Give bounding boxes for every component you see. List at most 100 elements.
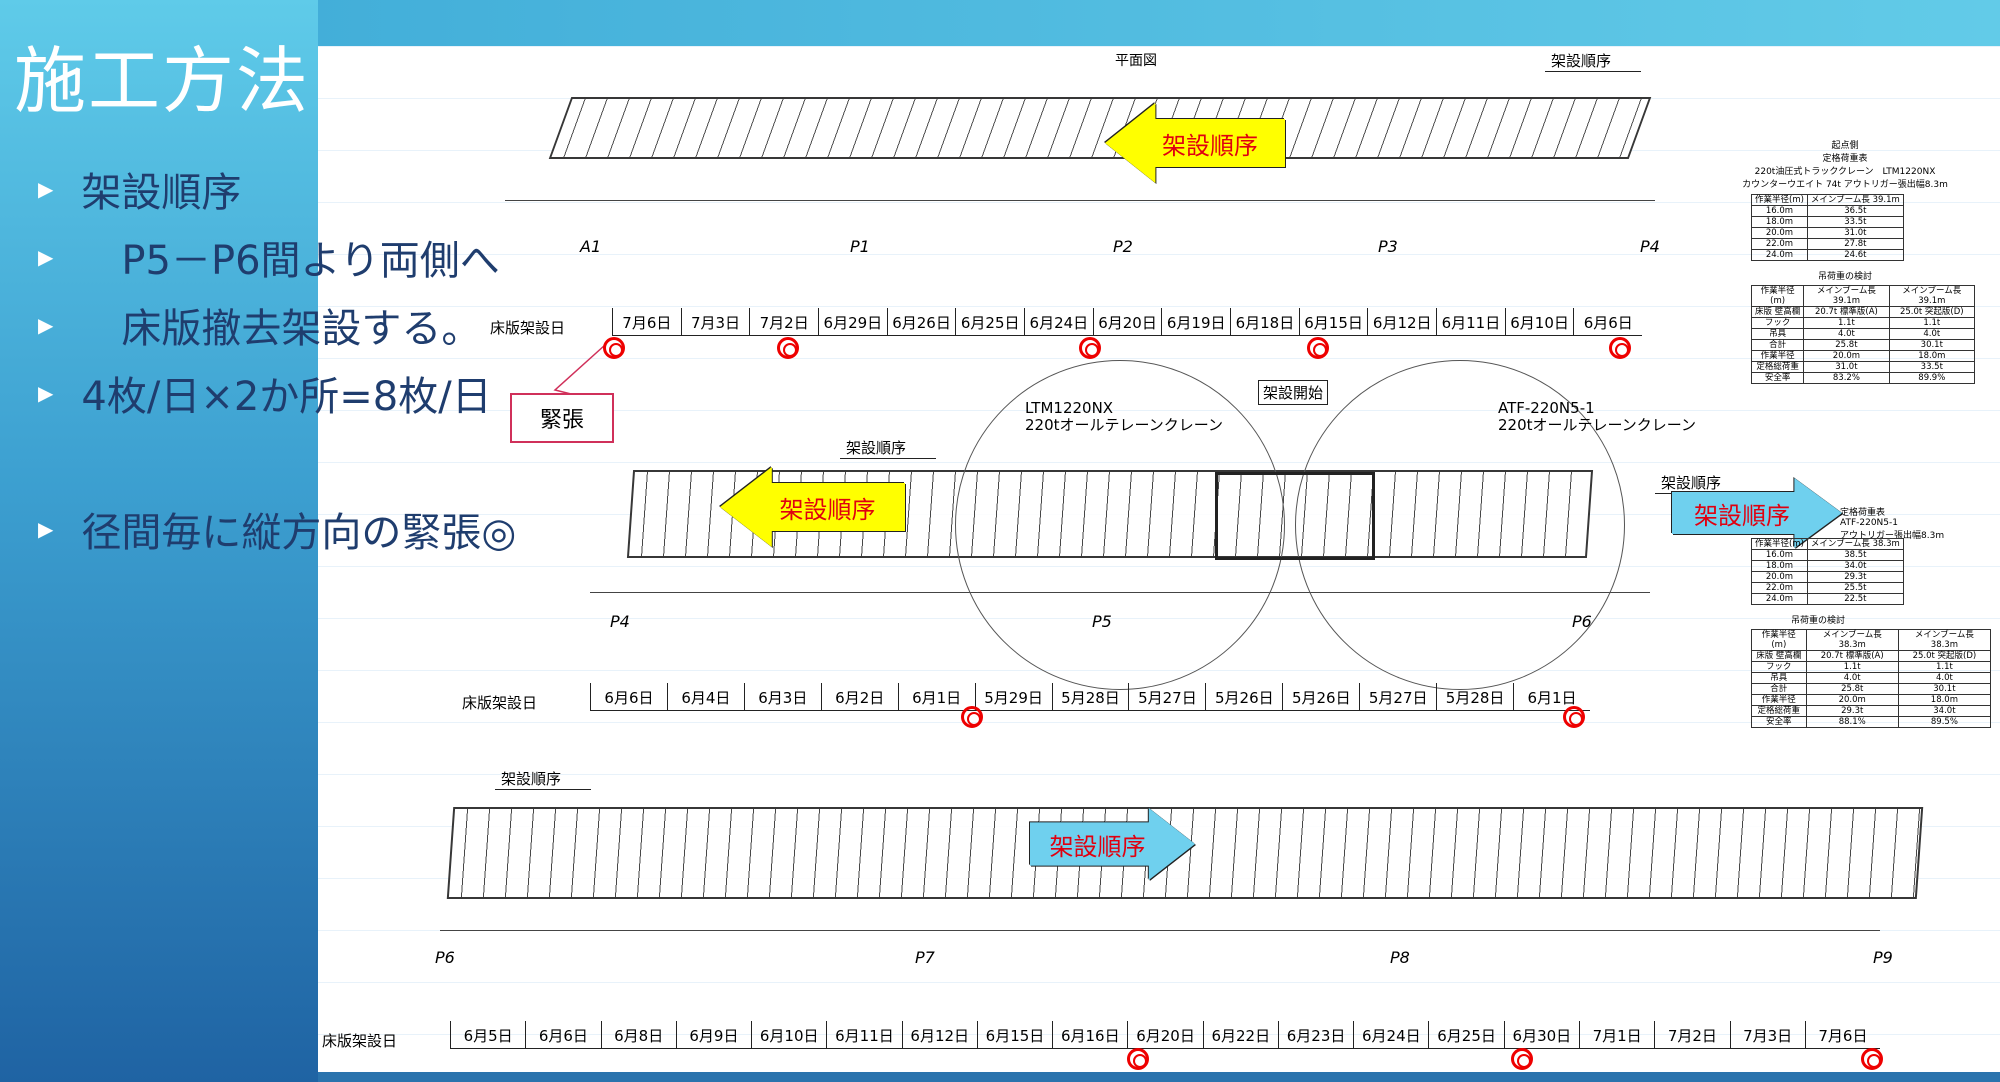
slide-left-panel [0, 0, 318, 1082]
crane-2-name: 220tオールテレーンクレーン [1498, 416, 1697, 434]
slab-date-label-1: 床版架設日 [490, 319, 566, 337]
slab-date-cell: 5月26日 [1205, 683, 1282, 710]
crane-radius-circle-1 [955, 360, 1285, 690]
bullet-2: ▶ P5－P6間より両側へ [38, 228, 500, 286]
table-cell: 20.0m [1751, 227, 1808, 239]
slab-date-cell: 7月6日 [612, 308, 681, 335]
erection-order-heading-2: 架設順序 [840, 437, 937, 459]
table-cell: 20.0m [1805, 694, 1899, 706]
table-cell: 1.1t [1803, 317, 1890, 329]
slab-date-cell: 6月8日 [600, 1021, 676, 1048]
table-cell: 36.5t [1806, 205, 1904, 217]
tension-marker-icon [1307, 337, 1329, 359]
dimension-line [505, 200, 1655, 201]
table-cell: 31.0t [1806, 227, 1904, 239]
table-cell: 20.0m [1803, 350, 1890, 362]
table-cell: 83.2% [1803, 372, 1890, 384]
crane-2-model: ATF-220N5-1 [1498, 399, 1595, 417]
bullet-triangle-icon: ▶ [38, 313, 54, 337]
bullet-text: 4枚/日×2か所=8枚/日 [81, 374, 492, 420]
pier-label: P7 [915, 948, 935, 967]
tension-legend-box: 緊張 [510, 393, 614, 443]
tension-marker-icon [1127, 1048, 1149, 1070]
table-cell: 27.8t [1806, 238, 1904, 250]
pier-label: P2 [1113, 237, 1133, 256]
slab-date-cell: 6月2日 [820, 683, 898, 710]
tension-marker-icon [1563, 706, 1585, 728]
slab-date-cell: 5月29日 [974, 683, 1052, 710]
slab-date-cell: 7月2日 [749, 308, 818, 335]
table-cell: メインブーム長 39.1m [1803, 285, 1890, 307]
table-cell: メインブーム長 38.3m [1805, 629, 1899, 651]
tension-marker-icon [777, 337, 799, 359]
bullet-4: ▶4枚/日×2か所=8枚/日 [38, 364, 492, 422]
slab-date-cell: 6月24日 [1353, 1021, 1428, 1048]
table-cell: 定格総荷重 [1750, 361, 1805, 373]
slab-date-cell: 6月26日 [886, 308, 956, 335]
table-cell: 22.5t [1806, 593, 1904, 605]
slab-date-cell: 6月30日 [1503, 1021, 1579, 1048]
slab-date-cell: 6月6日 [590, 683, 667, 710]
table-cell: 床版 壁高欄 [1751, 650, 1807, 662]
table-cell: 31.0t [1803, 361, 1890, 373]
table-cell: 24.6t [1806, 249, 1904, 261]
pier-label: P6 [1572, 612, 1592, 631]
table-cell: 18.0m [1751, 560, 1808, 572]
slab-date-cell: 6月20日 [1127, 1021, 1202, 1048]
slab-date-cell: 6月11日 [826, 1021, 901, 1048]
slab-date-cell: 6月9日 [675, 1021, 751, 1048]
bullet-3: ▶ 床版撤去架設する。 [38, 296, 481, 354]
erection-start-label: 架設開始 [1258, 380, 1329, 405]
pier-label: P9 [1873, 948, 1893, 967]
bullet-triangle-icon: ▶ [38, 177, 54, 201]
table-cell: 29.3t [1806, 571, 1904, 583]
slab-date-cell: 7月1日 [1578, 1021, 1654, 1048]
bullet-text: 床版撤去架設する。 [81, 306, 482, 352]
bridge-deck-section-3 [446, 807, 1924, 899]
pier-label: A1 [580, 237, 602, 256]
slab-date-label-3: 床版架設日 [322, 1032, 398, 1050]
table-caption: 吊荷重の検討 [1817, 272, 1872, 282]
table-caption: 220t油圧式トラッククレーン LTM1220NX [1754, 167, 1936, 177]
table-cell: 25.5t [1806, 582, 1904, 594]
slab-date-cell: 7月3日 [1729, 1021, 1805, 1048]
table-cell: 合計 [1751, 683, 1807, 695]
table-cell: フック [1751, 661, 1807, 673]
table-cell: メインブーム長 38.3m [1806, 538, 1904, 550]
table-cell: 18.0m [1888, 350, 1976, 362]
table-cell: 4.0t [1897, 672, 1992, 684]
slide-bottom-band [318, 1072, 2000, 1082]
table-cell: 89.5% [1897, 716, 1992, 728]
table-cell: 20.0m [1751, 571, 1808, 583]
bullet-1: ▶架設順序 [38, 160, 241, 218]
slab-date-cell: 6月25日 [1428, 1021, 1503, 1048]
slab-date-cell: 7月6日 [1804, 1021, 1880, 1048]
table-cell: 4.0t [1805, 672, 1899, 684]
slab-date-cell: 5月28日 [1436, 683, 1513, 710]
slab-date-cell: 5月26日 [1282, 683, 1359, 710]
table-caption: カウンターウエイト 74t アウトリガー張出幅8.3m [1742, 180, 1948, 190]
tension-marker-icon [961, 706, 983, 728]
drawing-sheet [318, 46, 2000, 1072]
slab-date-cell: 6月16日 [1052, 1021, 1127, 1048]
table-cell: 4.0t [1803, 328, 1890, 340]
bullet-text: P5－P6間より両側へ [81, 238, 500, 284]
bullet-triangle-icon: ▶ [38, 517, 54, 541]
table-caption: 吊荷重の検討 [1791, 616, 1846, 626]
